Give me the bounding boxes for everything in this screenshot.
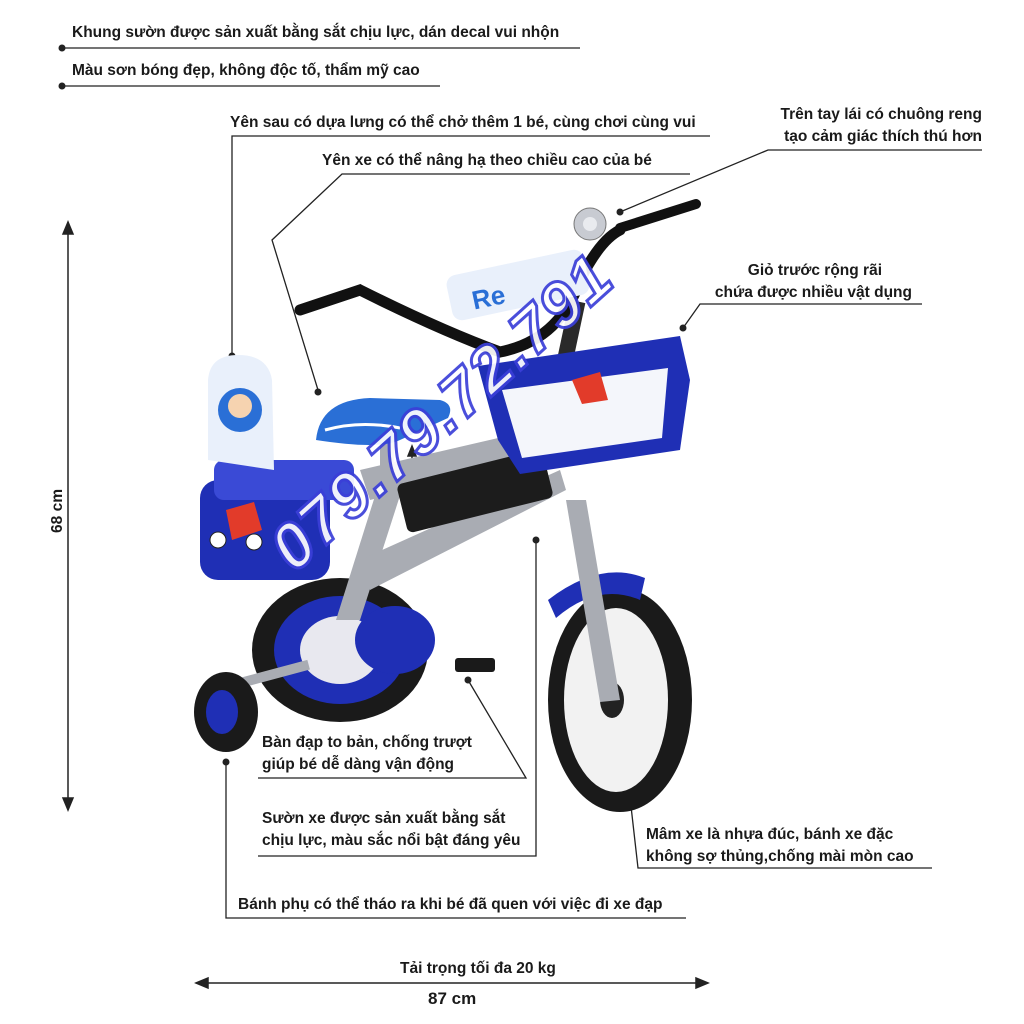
feature-frame-material: Khung sườn được sản xuất bằng sắt chịu l… — [72, 24, 560, 41]
feature-wheel-line1: Mâm xe là nhựa đúc, bánh xe đặc — [646, 826, 894, 843]
front-basket — [478, 336, 690, 474]
length-dimension-arrow — [194, 976, 710, 990]
feature-bell-line1: Trên tay lái có chuông reng — [780, 106, 982, 123]
bicycle: Re — [194, 199, 701, 812]
feature-training-wheels: Bánh phụ có thể tháo ra khi bé đã quen v… — [238, 896, 663, 913]
front-fork — [566, 500, 620, 702]
feature-basket-line1: Giỏ trước rộng rãi — [747, 262, 882, 279]
handlebar — [294, 224, 626, 358]
feature-pedal-line1: Bàn đạp to bản, chống trượt — [262, 734, 472, 751]
length-label: 87 cm — [428, 989, 477, 1008]
leader-lines — [62, 47, 982, 919]
front-seat — [316, 398, 451, 445]
handlebar-pad — [446, 249, 590, 321]
training-wheel — [194, 659, 310, 752]
feature-frame-line1: Sườn xe được sản xuất bằng sắt — [262, 810, 506, 827]
feature-paint: Màu sơn bóng đẹp, không độc tố, thẩm mỹ … — [72, 62, 420, 79]
feature-rear-seat: Yên sau có dựa lưng có thể chở thêm 1 bé… — [230, 114, 696, 131]
height-dimension-arrow — [61, 220, 75, 812]
max-load-label: Tải trọng tối đa 20 kg — [400, 960, 556, 977]
feature-pedal-line2: giúp bé dễ dàng vận động — [262, 756, 455, 773]
feature-bell-line2: tạo cảm giác thích thú hơn — [784, 128, 982, 145]
chain-guard — [355, 606, 435, 674]
height-label: 68 cm — [48, 489, 66, 533]
feature-frame-line2: chịu lực, màu sắc nổi bật đáng yêu — [262, 832, 521, 849]
feature-seat-height: Yên xe có thể nâng hạ theo chiều cao của… — [322, 152, 652, 169]
bell-icon — [573, 207, 607, 241]
rear-seat — [200, 355, 354, 580]
feature-wheel-line2: không sợ thủng,chống mài mòn cao — [646, 848, 914, 865]
feature-basket-line2: chứa được nhiều vật dụng — [714, 284, 912, 301]
pedal — [455, 658, 495, 672]
seat-post — [380, 440, 394, 500]
svg-text:Re: Re — [469, 279, 508, 315]
